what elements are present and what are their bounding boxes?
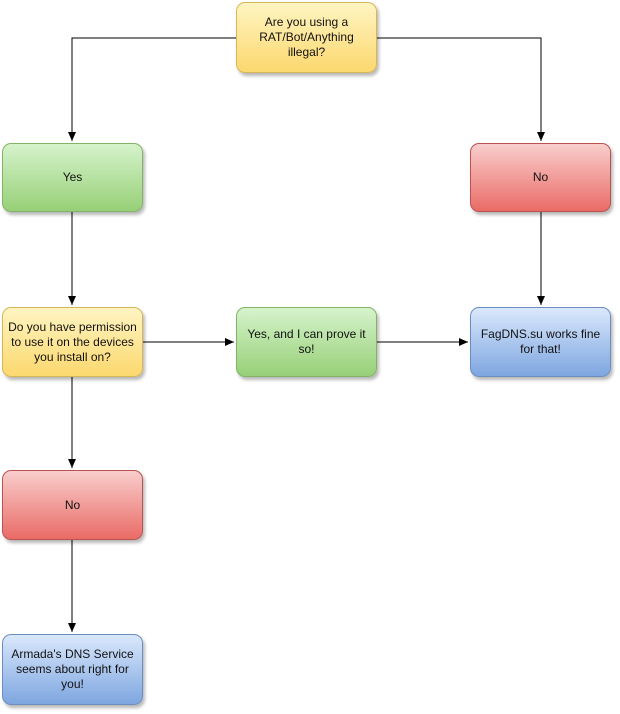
armada-result-label: Armada's DNS Service seems about right f…	[11, 647, 134, 691]
question-permission-label: Do you have permission to use it on the …	[8, 319, 137, 364]
no-permission-label: No	[64, 497, 81, 512]
yes-prove-label: Yes, and I can prove it so!	[247, 327, 366, 356]
no-label: No	[532, 170, 549, 184]
fagdns-result-label: FagDNS.su works fine for that!	[480, 327, 601, 356]
yes-label: Yes	[62, 170, 83, 184]
no-permission-node: No	[2, 470, 143, 540]
armada-result-node: Armada's DNS Service seems about right f…	[2, 634, 143, 705]
question-illegal-node: Are you using a RAT/Bot/Anything illegal…	[236, 2, 377, 73]
edge-question-to-no	[377, 37, 545, 141]
yes-node: Yes	[2, 143, 143, 212]
question-illegal-label: Are you using a RAT/Bot/Anything illegal…	[259, 15, 354, 59]
edge-question-to-yes	[68, 37, 236, 141]
yes-prove-node: Yes, and I can prove it so!	[236, 307, 377, 377]
question-permission-node: Do you have permission to use it on the …	[2, 307, 143, 377]
fagdns-result-node: FagDNS.su works fine for that!	[470, 307, 611, 377]
no-node: No	[470, 143, 611, 212]
